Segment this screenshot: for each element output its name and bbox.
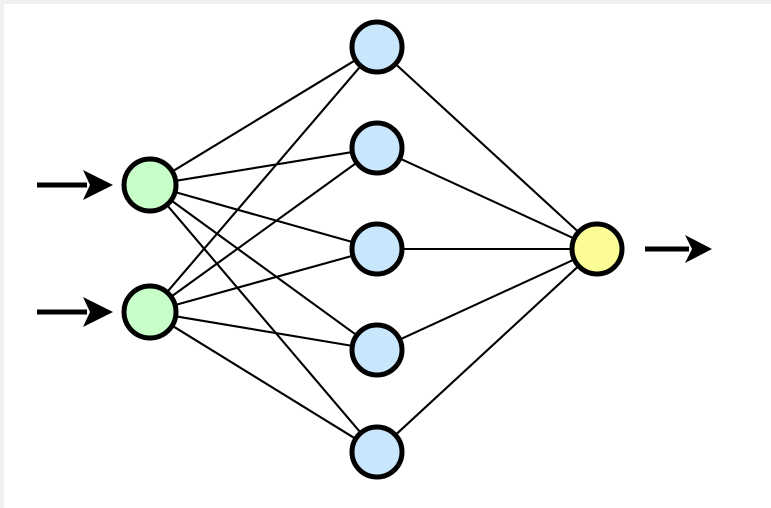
input-arrow-1-head [83,170,113,200]
edge-i2-h4 [171,314,357,348]
hidden-node-5[interactable] [349,424,405,480]
edge-i2-h1 [163,62,364,296]
edge-i1-h1 [168,57,360,175]
canvas-edge-left [0,0,4,508]
edge-i1-h5 [163,201,364,437]
edge-i1-h3 [171,190,357,245]
canvas-edge-top [0,0,771,4]
hidden-node-3[interactable] [349,221,405,277]
output-node-1[interactable] [569,221,625,277]
input-node-2[interactable] [121,283,179,341]
edge-h4-o1 [395,257,579,342]
edges-group [163,57,582,442]
edge-h1-o1 [392,60,582,236]
nodes-group [121,19,625,480]
edge-i1-h4 [167,197,361,339]
edge-h2-o1 [395,156,579,241]
edge-i2-h2 [167,159,361,300]
edge-i1-h2 [171,150,357,183]
hidden-node-1[interactable] [349,19,405,75]
edge-i2-h3 [171,253,357,307]
input-node-1[interactable] [121,156,179,214]
edge-h5-o1 [392,262,582,439]
edge-i2-h5 [168,323,360,442]
hidden-node-2[interactable] [349,120,405,176]
output-arrow-1-head [685,235,712,263]
hidden-node-4[interactable] [349,322,405,378]
input-arrow-2-head [83,297,113,327]
io-arrows-group [37,170,712,327]
